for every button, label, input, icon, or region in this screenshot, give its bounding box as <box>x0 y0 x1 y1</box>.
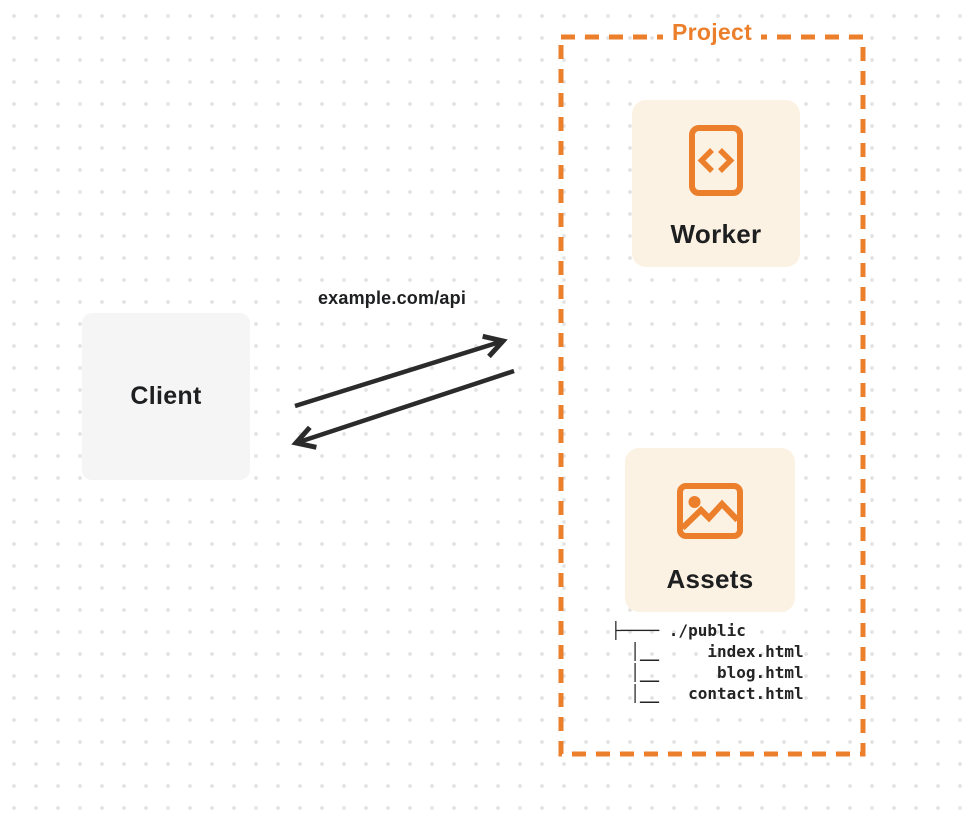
image-icon <box>677 483 743 539</box>
tree-line-public: ├──── ./public <box>611 621 746 640</box>
code-icon <box>689 125 743 196</box>
worker-node: Worker <box>632 100 800 267</box>
assets-node: Assets <box>625 448 795 612</box>
request-url-label: example.com/api <box>317 288 467 308</box>
worker-label: Worker <box>670 219 762 249</box>
tree-line-index: │__ index.html <box>611 642 804 661</box>
file-tree: ├──── ./public │__ index.html │__ blog.h… <box>611 620 804 704</box>
client-label: Client <box>130 382 202 410</box>
response-arrow <box>291 368 515 450</box>
tree-line-contact: │__ contact.html <box>611 684 804 703</box>
project-title: Project <box>662 19 762 46</box>
project-title-wrap: Project <box>561 19 863 46</box>
assets-label: Assets <box>666 564 754 594</box>
client-node: Client <box>82 313 250 480</box>
tree-line-blog: │__ blog.html <box>611 663 804 682</box>
request-arrow <box>294 333 508 409</box>
